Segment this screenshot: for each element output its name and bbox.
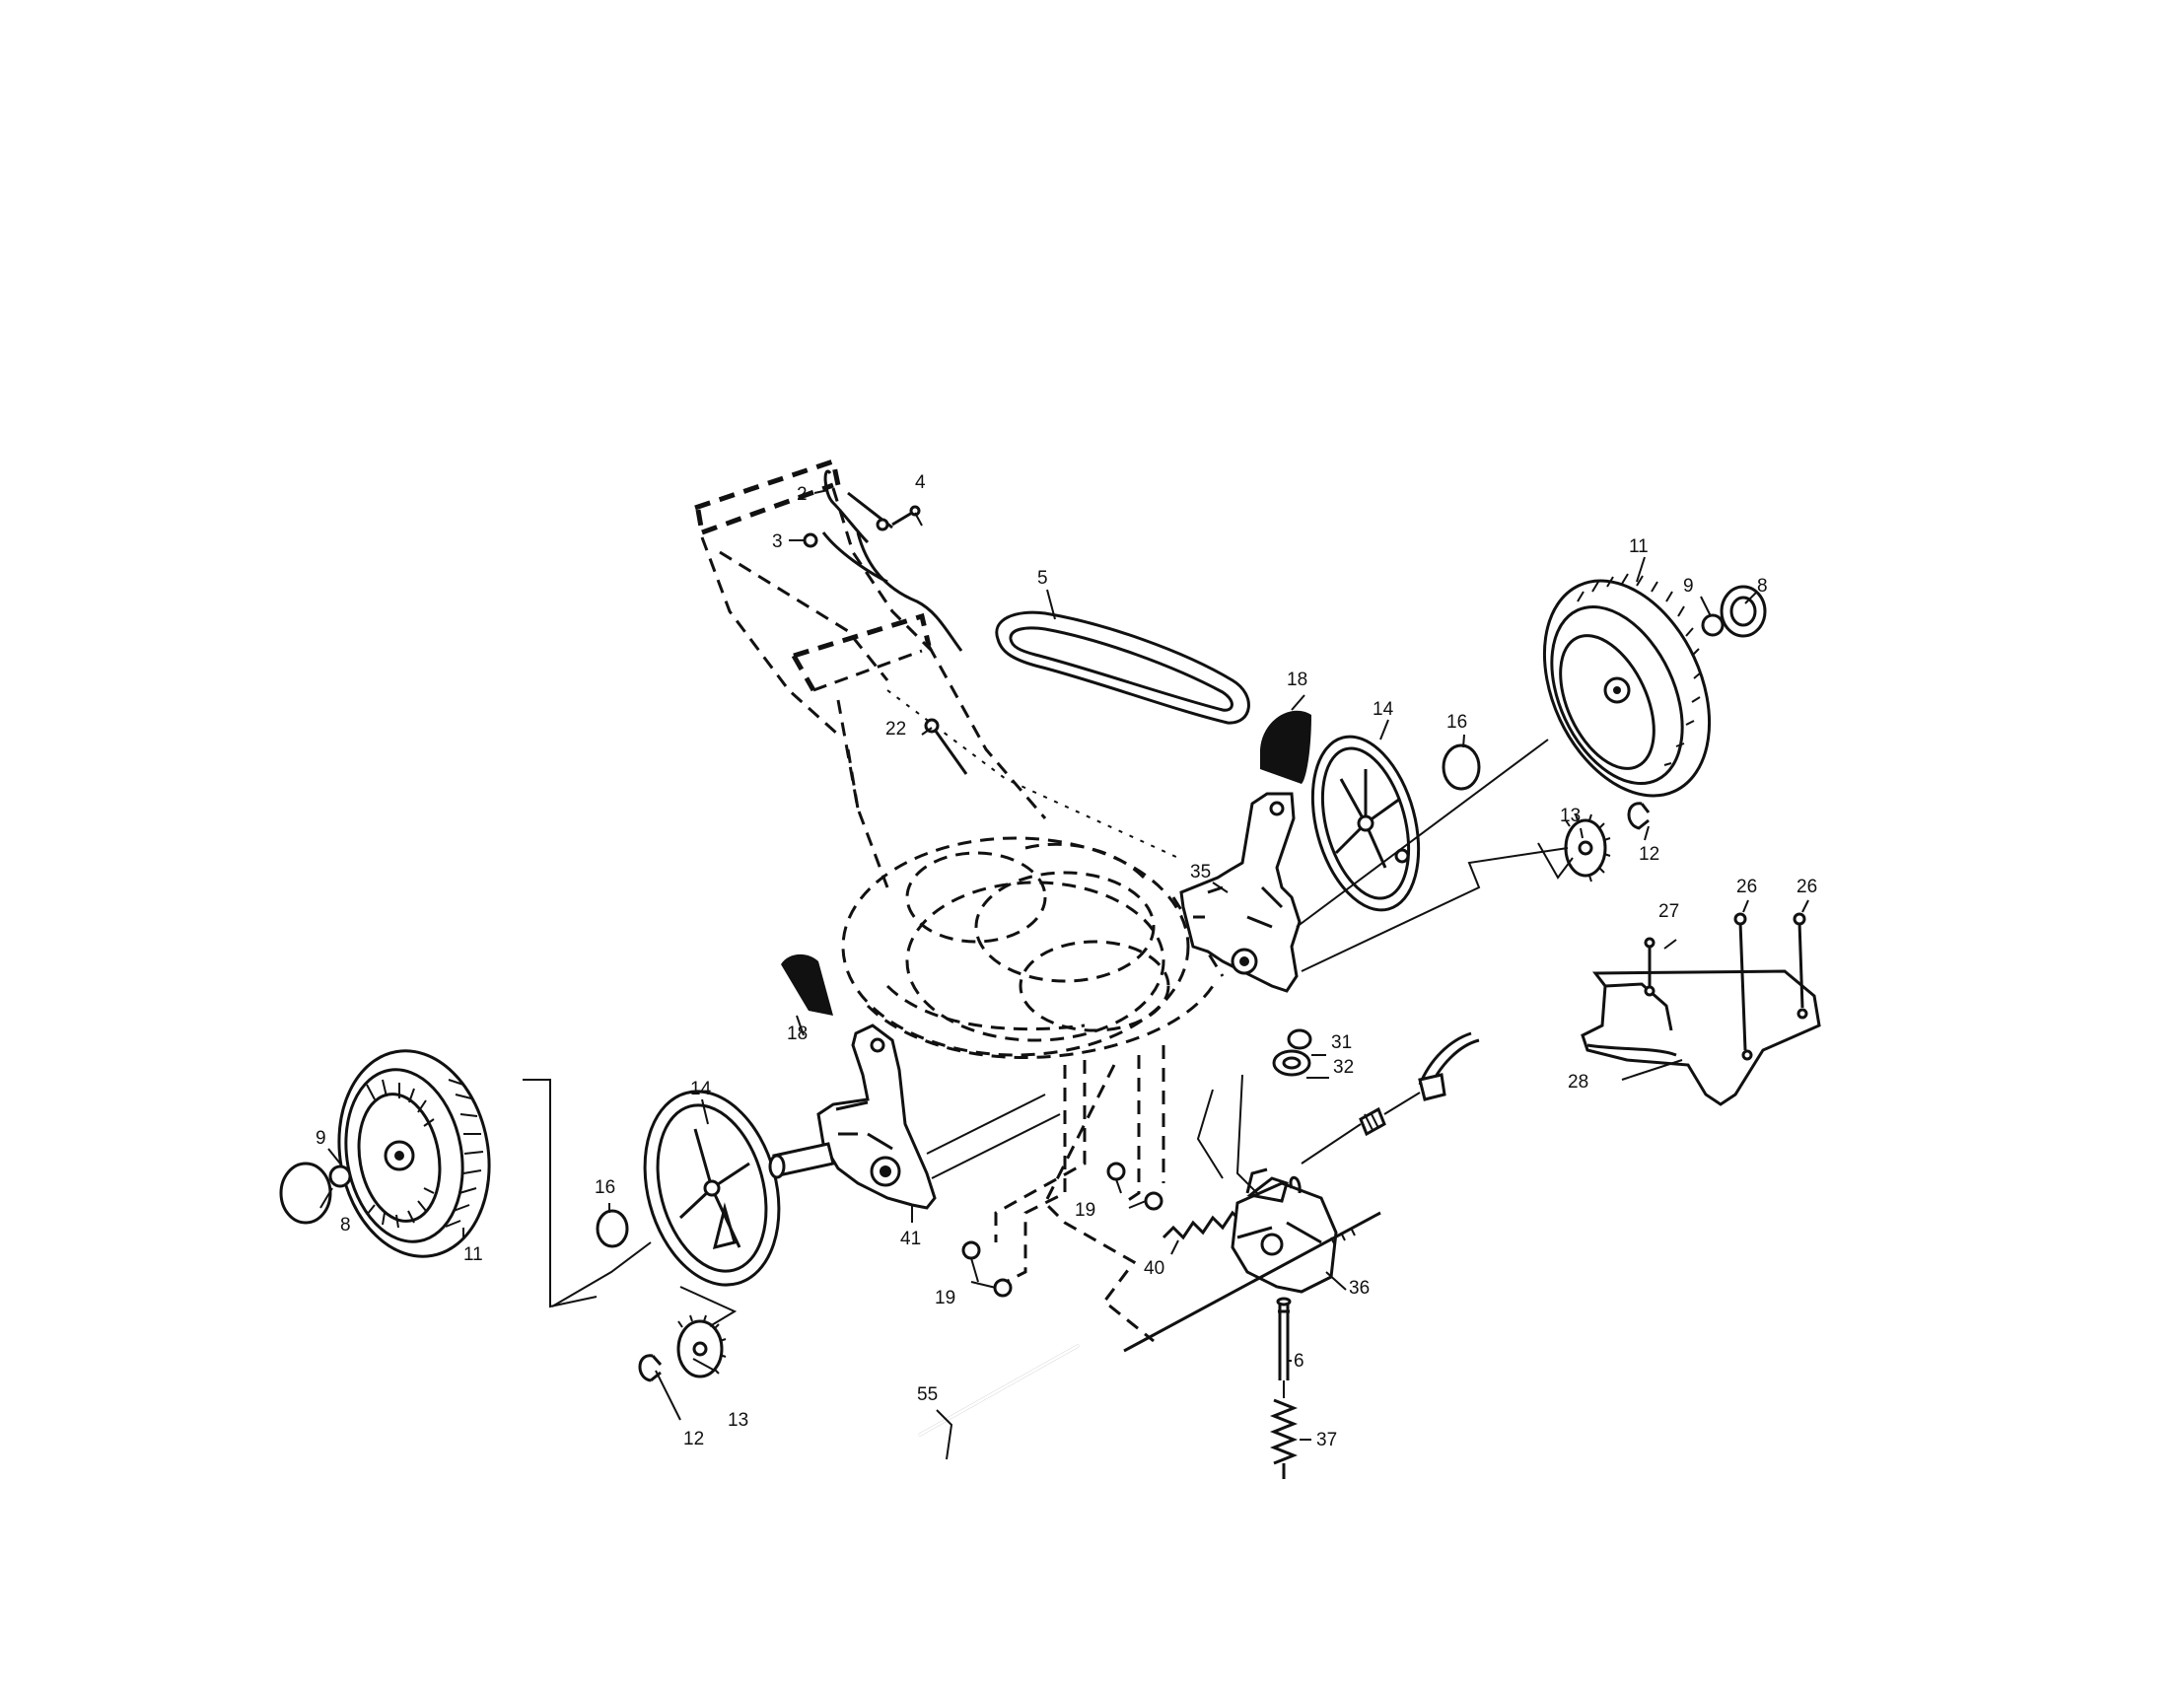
- right-wheel: [1542, 573, 1712, 798]
- cable-lever: [821, 469, 963, 652]
- callout-16-left: 16: [595, 1177, 615, 1198]
- handle-frame-outline: [694, 458, 1179, 888]
- callout-12-right: 12: [1639, 844, 1659, 865]
- hex-nut-19b: [993, 1278, 1013, 1298]
- drive-pulley: [1272, 1049, 1311, 1077]
- callout-13-right: 13: [1560, 806, 1581, 826]
- drive-belt: [995, 610, 1250, 725]
- callout-55: 55: [917, 1384, 938, 1405]
- shaft-key: [1276, 1297, 1292, 1380]
- drive-rod: [918, 1344, 1080, 1437]
- callout-leaders: [319, 489, 1809, 1460]
- shield-bolt-26b: [1793, 912, 1806, 1009]
- left-hubcap-disc: [643, 1090, 781, 1287]
- callout-28: 28: [1568, 1072, 1588, 1093]
- left-height-cover: [781, 953, 833, 1016]
- callout-11-left: 11: [463, 1244, 483, 1265]
- right-clip: [1627, 802, 1651, 830]
- callout-19-right: 19: [1075, 1200, 1095, 1221]
- callout-14-left: 14: [690, 1079, 712, 1099]
- transmission: [1123, 1167, 1381, 1353]
- callout-3: 3: [772, 531, 783, 552]
- callout-16-right: 16: [1446, 712, 1467, 733]
- compression-spring: [1269, 1398, 1299, 1479]
- rear-shield: [1581, 969, 1821, 1106]
- callout-18-left: 18: [787, 1024, 808, 1044]
- left-gear: [676, 1314, 727, 1378]
- callout-9-left: 9: [316, 1128, 326, 1149]
- callout-19-left: 19: [935, 1288, 955, 1308]
- hex-nut-19c: [1106, 1162, 1126, 1181]
- callout-26-a: 26: [1736, 877, 1757, 897]
- callout-22: 22: [885, 719, 906, 740]
- left-wheel: [337, 1049, 491, 1258]
- left-hubcap: [279, 1162, 332, 1225]
- right-height-adjuster: [1179, 792, 1302, 993]
- left-clip: [638, 1354, 663, 1382]
- shield-bolt-26a: [1733, 912, 1747, 1051]
- callout-27: 27: [1658, 901, 1679, 922]
- shield-screw-27: [1644, 937, 1656, 986]
- callout-8-left: 8: [340, 1215, 351, 1236]
- right-height-cover: [1260, 710, 1311, 784]
- right-hubcap: [1720, 585, 1767, 638]
- pulley-nut: [1287, 1028, 1312, 1050]
- left-washer: [596, 1209, 629, 1248]
- callout-6: 6: [1294, 1351, 1304, 1372]
- right-washer: [1442, 743, 1481, 791]
- callout-12-left: 12: [683, 1429, 704, 1449]
- callout-2: 2: [797, 484, 808, 505]
- callout-4: 4: [915, 472, 926, 493]
- right-hubcap-disc: [1310, 735, 1421, 912]
- callout-14-right: 14: [1373, 699, 1394, 720]
- callout-36: 36: [1349, 1278, 1370, 1299]
- drive-cable: [1301, 1031, 1480, 1165]
- hex-nut-19d: [1144, 1191, 1163, 1211]
- callout-26-b: 26: [1797, 877, 1817, 897]
- callout-40: 40: [1144, 1258, 1164, 1279]
- cable-nut: [803, 532, 818, 548]
- callout-35: 35: [1190, 862, 1211, 883]
- callout-labels: 2 3 4 5 11 9 8 18 14 16 22 13 12 35 27 2…: [316, 472, 1817, 1450]
- callout-13-left: 13: [728, 1410, 748, 1431]
- right-nut: [1701, 613, 1725, 637]
- callout-8-right: 8: [1757, 576, 1768, 597]
- hex-nut-19a: [961, 1240, 981, 1260]
- callout-31: 31: [1331, 1032, 1352, 1053]
- left-nut: [328, 1165, 352, 1188]
- callout-11-right: 11: [1629, 536, 1649, 557]
- left-height-adjuster: [768, 1024, 1061, 1210]
- callout-18-right: 18: [1287, 670, 1307, 690]
- callout-5: 5: [1037, 568, 1048, 589]
- callout-9-right: 9: [1683, 576, 1694, 597]
- callout-32: 32: [1333, 1057, 1354, 1078]
- callout-41: 41: [900, 1229, 921, 1249]
- lever-screw: [891, 505, 921, 527]
- callout-37: 37: [1316, 1430, 1337, 1450]
